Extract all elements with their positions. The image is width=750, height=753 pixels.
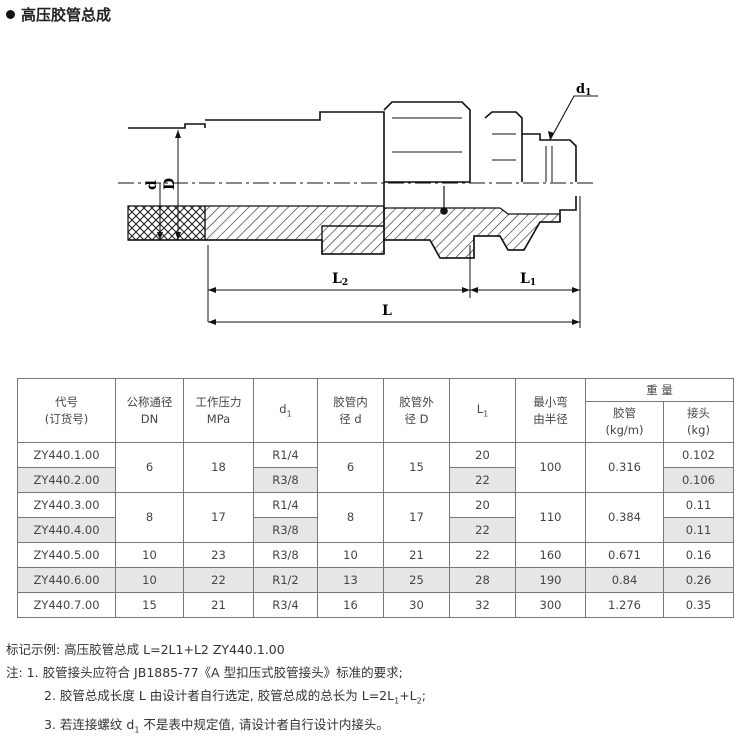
hose-assembly-drawing: d1 d D L2 L1 L xyxy=(118,82,598,328)
cell-l1: 20 xyxy=(449,492,516,518)
cell-dn: 6 xyxy=(115,442,184,493)
cell-code: ZY440.5.00 xyxy=(17,542,116,568)
cell-radius: 100 xyxy=(515,442,586,493)
header-d1: d1 xyxy=(253,378,318,443)
cell-d1: R3/8 xyxy=(253,467,318,493)
cell-pressure: 22 xyxy=(183,567,254,593)
cell-l1: 22 xyxy=(449,542,516,568)
table-row: ZY440.6.00 10 22 R1/2 13 25 28 190 0.84 … xyxy=(17,567,734,593)
cell-code: ZY440.7.00 xyxy=(17,592,116,618)
cell-code: ZY440.4.00 xyxy=(17,517,116,543)
cell-radius: 110 xyxy=(515,492,586,543)
cell-joint: 0.102 xyxy=(663,442,734,468)
cell-radius: 190 xyxy=(515,567,586,593)
header-weight: 重 量 xyxy=(585,378,734,402)
cell-pressure: 21 xyxy=(183,592,254,618)
cell-d1: R1/2 xyxy=(253,567,318,593)
section-title: 高压胶管总成 xyxy=(6,4,111,25)
cell-d1: R3/4 xyxy=(253,592,318,618)
cell-joint: 0.11 xyxy=(663,517,734,543)
cell-d1: R3/8 xyxy=(253,542,318,568)
section-title-text: 高压胶管总成 xyxy=(21,6,112,24)
header-pressure: 工作压力 MPa xyxy=(183,378,254,443)
cell-code: ZY440.3.00 xyxy=(17,492,116,518)
cell-hose: 0.84 xyxy=(585,567,664,593)
cell-pressure: 17 xyxy=(183,492,254,543)
notes: 标记示例: 高压胶管总成 L=2L1+L2 ZY440.1.00 注: 1. 胶… xyxy=(6,638,426,741)
cell-joint: 0.106 xyxy=(663,467,734,493)
marking-example: 标记示例: 高压胶管总成 L=2L1+L2 ZY440.1.00 xyxy=(6,642,285,657)
cell-inner: 16 xyxy=(317,592,384,618)
cell-hose: 0.384 xyxy=(585,492,664,543)
note-2: 2. 胶管总成长度 L 由设计者自行选定, 胶管总成的总长为 L=2L1+L2; xyxy=(44,688,426,706)
cell-code: ZY440.1.00 xyxy=(17,442,116,468)
cell-dn: 10 xyxy=(115,542,184,568)
L-label: L xyxy=(382,303,392,319)
cell-pressure: 23 xyxy=(183,542,254,568)
cell-l1: 28 xyxy=(449,567,516,593)
cell-dn: 10 xyxy=(115,567,184,593)
cell-dn: 15 xyxy=(115,592,184,618)
table-row: ZY440.1.00 6 18 R1/4 6 15 20 100 0.316 0… xyxy=(17,442,734,493)
table-row: ZY440.5.00 10 23 R3/8 10 21 22 160 0.671… xyxy=(17,542,734,568)
cell-outer: 30 xyxy=(383,592,450,618)
cell-hose: 0.316 xyxy=(585,442,664,493)
header-inner: 胶管内 径 d xyxy=(317,378,384,443)
cell-inner: 10 xyxy=(317,542,384,568)
cell-l1: 22 xyxy=(449,517,516,543)
cell-joint: 0.11 xyxy=(663,492,734,518)
d-label: d xyxy=(144,180,160,190)
cell-inner: 8 xyxy=(317,492,384,543)
cell-outer: 25 xyxy=(383,567,450,593)
L1-label: L1 xyxy=(520,271,536,288)
table-row: ZY440.7.00 15 21 R3/4 16 30 32 300 1.276… xyxy=(17,592,734,618)
note-1: 注: 1. 胶管接头应符合 JB1885-77《A 型扣压式胶管接头》标准的要求… xyxy=(6,665,403,680)
header-l1: L1 xyxy=(449,378,516,443)
cell-hose: 1.276 xyxy=(585,592,664,618)
table-row: ZY440.3.00 8 17 R1/4 8 17 20 110 0.384 0… xyxy=(17,492,734,543)
header-dn: 公称通径 DN xyxy=(115,378,184,443)
D-label: D xyxy=(162,178,178,190)
cell-dn: 8 xyxy=(115,492,184,543)
cell-d1: R1/4 xyxy=(253,492,318,518)
cell-pressure: 18 xyxy=(183,442,254,493)
cell-l1: 32 xyxy=(449,592,516,618)
cell-code: ZY440.2.00 xyxy=(17,467,116,493)
cell-d1: R1/4 xyxy=(253,442,318,468)
header-hose-weight: 胶管 (kg/m) xyxy=(585,401,664,443)
cell-inner: 13 xyxy=(317,567,384,593)
cell-outer: 17 xyxy=(383,492,450,543)
cell-joint: 0.16 xyxy=(663,542,734,568)
cell-radius: 160 xyxy=(515,542,586,568)
cell-l1: 20 xyxy=(449,442,516,468)
cell-code: ZY440.6.00 xyxy=(17,567,116,593)
header-joint-weight: 接头 (kg) xyxy=(663,401,734,443)
cell-outer: 21 xyxy=(383,542,450,568)
spec-table: 代号 (订货号) 公称通径 DN 工作压力 MPa d1 胶管内 径 d 胶管外… xyxy=(17,378,734,618)
cell-radius: 300 xyxy=(515,592,586,618)
header-code: 代号 (订货号) xyxy=(17,378,116,443)
note-3: 3. 若连接螺纹 d1 不是表中规定值, 请设计者自行设计内接头。 xyxy=(44,716,389,735)
d1-label: d1 xyxy=(576,82,591,98)
table-row: ZY440.2.00 R3/8 22 0.106 xyxy=(17,467,734,493)
cell-joint: 0.35 xyxy=(663,592,734,618)
header-outer: 胶管外 径 D xyxy=(383,378,450,443)
L2-label: L2 xyxy=(332,271,348,288)
cell-outer: 15 xyxy=(383,442,450,493)
table-row: ZY440.4.00 R3/8 22 0.11 xyxy=(17,517,734,543)
cell-joint: 0.26 xyxy=(663,567,734,593)
cell-inner: 6 xyxy=(317,442,384,493)
header-radius: 最小弯 由半径 xyxy=(515,378,586,443)
cell-d1: R3/8 xyxy=(253,517,318,543)
cell-hose: 0.671 xyxy=(585,542,664,568)
bullet-icon xyxy=(6,10,15,19)
cell-l1: 22 xyxy=(449,467,516,493)
